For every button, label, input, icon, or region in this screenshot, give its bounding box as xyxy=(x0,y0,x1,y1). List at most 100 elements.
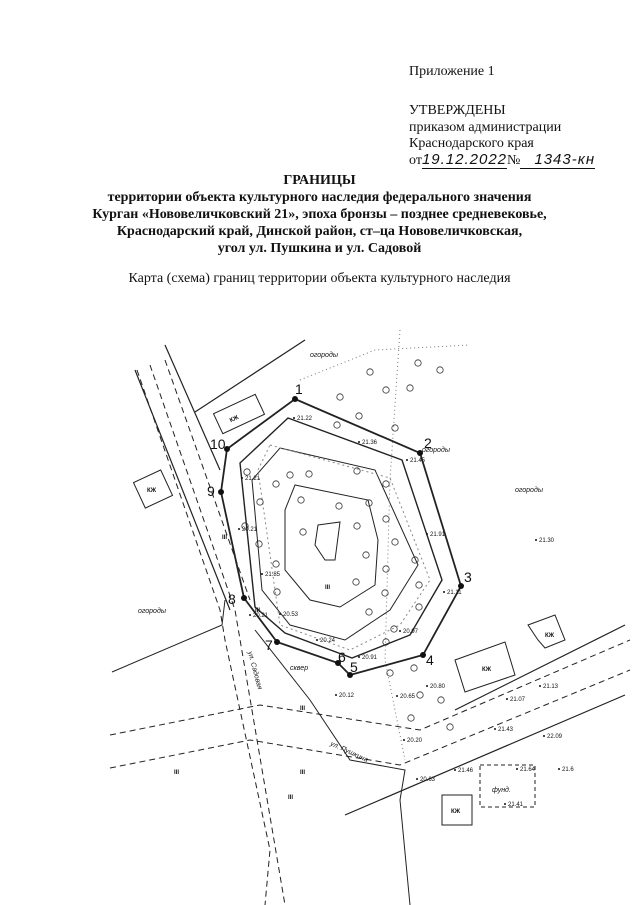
tree-icon xyxy=(256,498,264,506)
elevation-label: 21.21 xyxy=(245,476,261,482)
soil-label: III xyxy=(174,770,179,776)
elevation-label: 21.64 xyxy=(520,767,536,773)
elevation-point xyxy=(261,573,263,575)
elevation-label: 21.07 xyxy=(510,697,526,703)
tree-icon xyxy=(305,470,313,478)
tree-icon xyxy=(366,368,374,376)
tree-icon xyxy=(272,480,280,488)
tree-icon xyxy=(381,589,389,597)
elevation-point xyxy=(426,685,428,687)
point-label: 7 xyxy=(265,637,273,653)
elevation-point xyxy=(316,639,318,641)
tree-icon xyxy=(411,556,419,564)
house-label: КЖ xyxy=(147,488,157,494)
appendix-label: Приложение 1 xyxy=(409,64,495,79)
elevation-point xyxy=(249,614,251,616)
house-label: КЖ xyxy=(482,667,492,673)
boundary-vertices xyxy=(218,396,464,678)
elevation-point xyxy=(506,698,508,700)
elevation-label: 20.97 xyxy=(403,629,419,635)
point-label: 8 xyxy=(228,591,236,607)
elevation-label: 21.6 xyxy=(562,767,574,773)
elevation-point xyxy=(516,768,518,770)
tree-icon xyxy=(243,468,251,476)
doc-title-line-4: угол ул. Пушкина и ул. Садовой xyxy=(217,241,422,256)
soil-label: III xyxy=(300,770,305,776)
street-label: ул. Садовая xyxy=(246,649,264,690)
tree-icon xyxy=(446,723,454,731)
tree-icon xyxy=(382,565,390,573)
fence xyxy=(344,694,626,816)
order-date: 19.12.2022 xyxy=(421,151,508,169)
gardens-label: огороды xyxy=(310,351,339,359)
house-outline xyxy=(441,794,473,826)
tree-icon xyxy=(382,480,390,488)
house-label: КЖ xyxy=(545,633,555,639)
elevation-label: 21.85 xyxy=(265,572,281,578)
doc-title-line-3: Краснодарский край, Динской район, ст–ца… xyxy=(116,224,523,239)
tree-icon xyxy=(382,638,390,646)
contour-line xyxy=(257,444,431,651)
elevation-point xyxy=(426,533,428,535)
elevation-label: 20.24 xyxy=(320,638,336,644)
elevation-label: 20.53 xyxy=(283,612,299,618)
tree-icon xyxy=(365,608,373,616)
elevation-label: 22.09 xyxy=(547,734,563,740)
elevation-point xyxy=(416,778,418,780)
fence xyxy=(134,369,231,611)
map-caption: Карта (схема) границ территории объекта … xyxy=(128,271,511,286)
elevation-point xyxy=(558,768,560,770)
tree-icon xyxy=(353,522,361,530)
tree-icon xyxy=(391,538,399,546)
dotted-line xyxy=(384,329,406,761)
elevation-label: 21.43 xyxy=(498,727,514,733)
elevation-label: 20.20 xyxy=(407,738,423,744)
tree-icon xyxy=(386,669,394,677)
tree-icon xyxy=(382,515,390,523)
elevation-point xyxy=(535,539,537,541)
tree-icon xyxy=(362,551,370,559)
elevation-point xyxy=(358,656,360,658)
gardens-label: огороды xyxy=(515,486,544,494)
contour-line xyxy=(251,447,419,641)
elevation-label: 21.30 xyxy=(539,538,555,544)
house-outline xyxy=(527,614,566,649)
date-prefix: от xyxy=(409,153,422,168)
tree-icon xyxy=(255,540,263,548)
tree-icon xyxy=(415,581,423,589)
street-edge xyxy=(136,369,271,905)
house-label: КЖ xyxy=(451,809,461,815)
point-label: 3 xyxy=(464,569,472,585)
elevation-label: 20.65 xyxy=(400,694,416,700)
elevation-label: 21.36 xyxy=(362,440,378,446)
elevation-point xyxy=(293,417,295,419)
point-label: 10 xyxy=(210,436,226,452)
elevation-point xyxy=(358,441,360,443)
point-label: 4 xyxy=(426,652,434,668)
tree-icon xyxy=(414,359,422,367)
house-outline xyxy=(212,393,266,435)
elevation-label: 21.41 xyxy=(508,802,524,808)
elevation-label: 20.12 xyxy=(339,693,355,699)
elevation-point xyxy=(454,769,456,771)
elevation-label: 20.80 xyxy=(430,684,446,690)
elevation-point xyxy=(504,803,506,805)
elevation-point xyxy=(399,630,401,632)
elevation-point xyxy=(443,591,445,593)
point-label: 6 xyxy=(338,649,346,665)
fence xyxy=(164,344,221,471)
soil-label: III xyxy=(255,608,260,614)
street-label: ул. Пушкина xyxy=(328,740,369,764)
contour-line xyxy=(284,484,379,608)
point-label: 5 xyxy=(350,659,358,675)
plot-line xyxy=(254,629,411,905)
gardens-label: огороды xyxy=(422,446,451,454)
tree-icon xyxy=(272,560,280,568)
tree-icon xyxy=(273,588,281,596)
elevation-point xyxy=(238,528,240,530)
tree-icon xyxy=(297,496,305,504)
elevation-point xyxy=(396,695,398,697)
tree-icon xyxy=(355,412,363,420)
tree-icon xyxy=(415,603,423,611)
